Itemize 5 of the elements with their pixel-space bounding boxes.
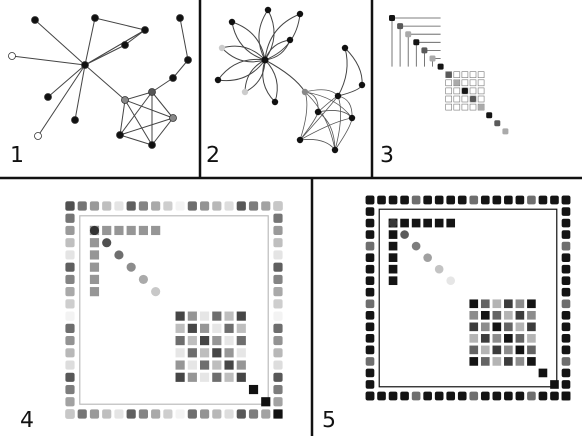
panel-number: 2 bbox=[206, 145, 220, 167]
panel-number: 3 bbox=[380, 145, 394, 167]
panel-number: 5 bbox=[322, 410, 336, 432]
panel-number: 4 bbox=[20, 410, 34, 432]
panel-number: 1 bbox=[10, 145, 24, 167]
